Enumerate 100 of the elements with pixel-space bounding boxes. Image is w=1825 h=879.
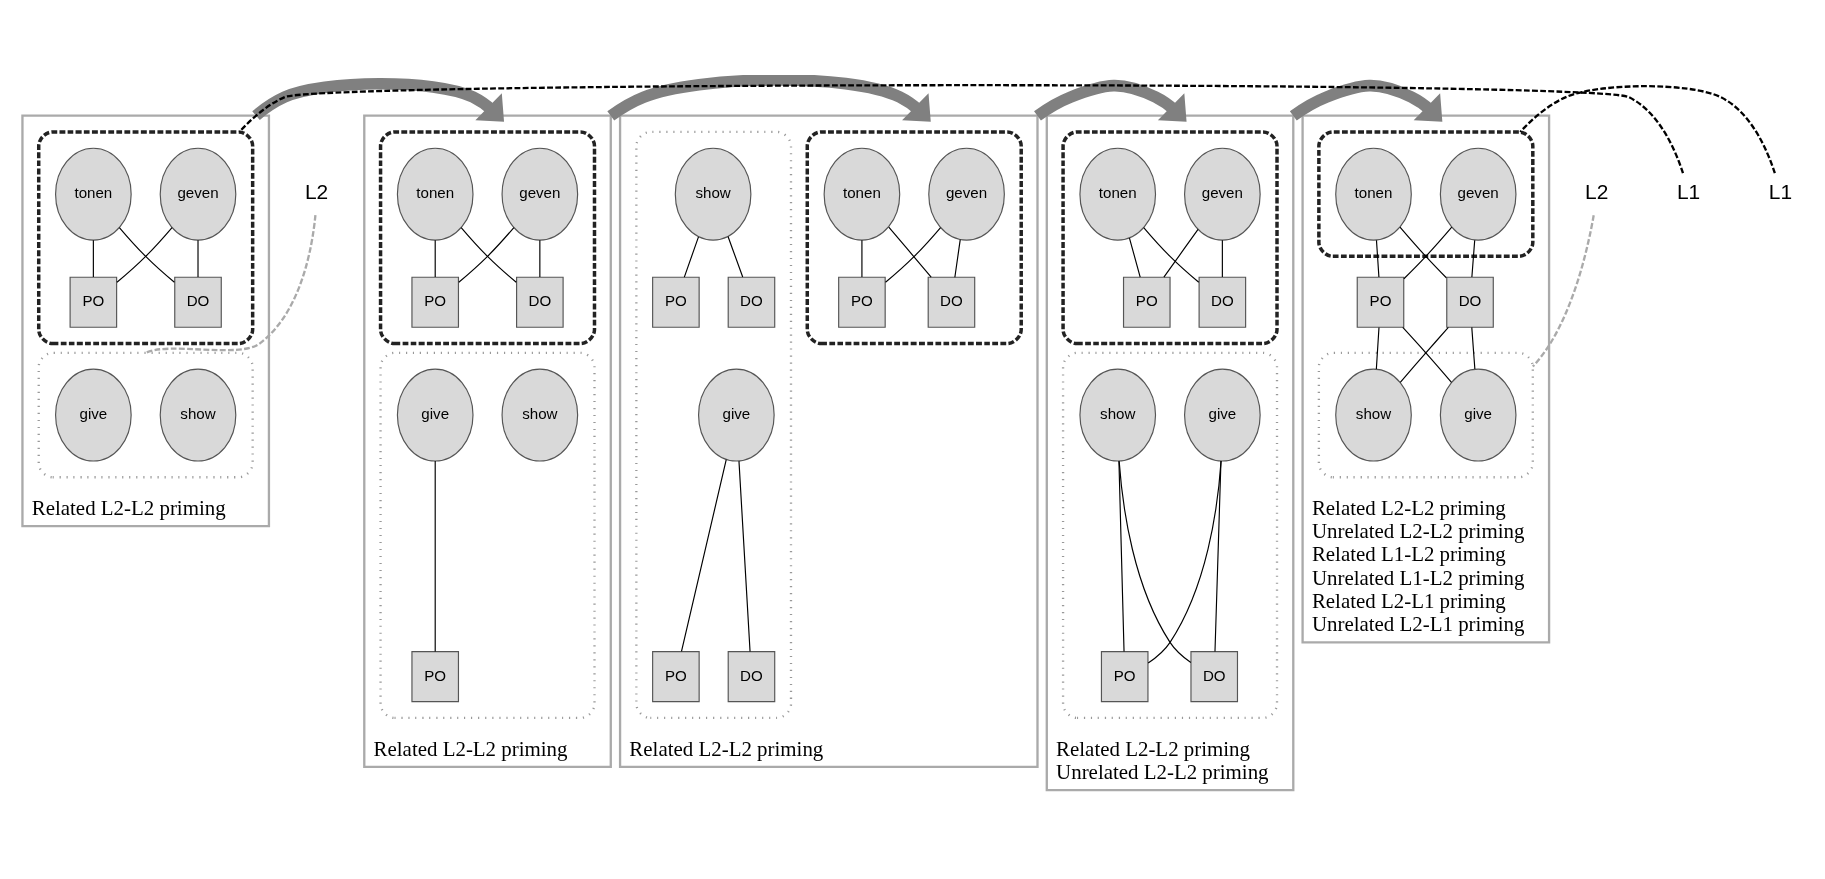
node-label: Related L2-L2 priming bbox=[31, 495, 226, 520]
node-label: Related L2-L2 priming bbox=[629, 736, 824, 761]
node-ellipse: give bbox=[1184, 368, 1261, 462]
node-text: L2 bbox=[304, 180, 329, 204]
node-ellipse: geven bbox=[501, 147, 579, 241]
node-box: DO bbox=[174, 276, 222, 328]
cluster bbox=[379, 351, 596, 720]
connector bbox=[539, 239, 541, 278]
connector bbox=[884, 226, 942, 283]
node-ellipse: show bbox=[1335, 368, 1412, 462]
connector bbox=[1128, 237, 1141, 278]
node-label: Related L1-L2 priming bbox=[1311, 542, 1506, 567]
connector bbox=[680, 459, 727, 653]
arrow bbox=[1034, 79, 1187, 122]
node-box: DO bbox=[927, 276, 976, 328]
node-box: PO bbox=[1100, 651, 1149, 703]
node-box: DO bbox=[727, 276, 776, 328]
node-ellipse: geven bbox=[1184, 147, 1261, 241]
connector bbox=[1118, 460, 1192, 664]
connector bbox=[1221, 239, 1223, 278]
node-ellipse: give bbox=[1439, 368, 1517, 462]
node-label: Unrelated L1-L2 priming bbox=[1311, 565, 1525, 590]
node-box: PO bbox=[411, 651, 460, 703]
node-text: L1 bbox=[1768, 180, 1793, 204]
node-box: DO bbox=[727, 651, 776, 703]
cluster bbox=[618, 114, 1039, 768]
connector bbox=[197, 239, 199, 278]
node-ellipse: show bbox=[1079, 368, 1157, 462]
connector bbox=[1214, 460, 1222, 653]
node-ellipse: tonen bbox=[823, 147, 901, 241]
node-box: DO bbox=[516, 276, 564, 328]
node-ellipse: tonen bbox=[55, 147, 132, 241]
node-label: Related L2-L2 priming bbox=[373, 736, 568, 761]
cluster bbox=[1061, 351, 1279, 720]
node-box: PO bbox=[1356, 276, 1405, 328]
cluster bbox=[1301, 114, 1551, 644]
node-box: PO bbox=[652, 276, 700, 328]
cluster bbox=[1061, 130, 1279, 346]
node-ellipse: give bbox=[396, 368, 474, 462]
connector bbox=[1519, 85, 1776, 174]
node-ellipse: geven bbox=[928, 147, 1005, 241]
connector bbox=[888, 226, 932, 278]
arrow bbox=[252, 77, 505, 122]
connector bbox=[92, 239, 94, 278]
node-box: PO bbox=[69, 276, 118, 328]
connector bbox=[954, 239, 961, 278]
cluster bbox=[1317, 351, 1534, 479]
cluster bbox=[363, 114, 612, 768]
connector bbox=[1471, 239, 1476, 278]
cluster bbox=[21, 114, 271, 528]
cluster bbox=[1045, 114, 1295, 792]
connector bbox=[145, 214, 317, 354]
node-text: L2 bbox=[1585, 180, 1609, 204]
node-ellipse: geven bbox=[1439, 147, 1517, 241]
connector bbox=[1163, 228, 1199, 278]
node-label: Unrelated L2-L1 priming bbox=[1311, 612, 1525, 637]
node-ellipse: show bbox=[159, 368, 237, 462]
node-label: Related L2-L2 priming bbox=[1056, 736, 1251, 761]
connector bbox=[727, 235, 744, 278]
connector bbox=[1471, 326, 1476, 370]
cluster bbox=[805, 130, 1023, 346]
connector bbox=[683, 236, 700, 278]
node-box: DO bbox=[1190, 651, 1239, 703]
connector bbox=[238, 84, 1685, 174]
node-box: PO bbox=[838, 276, 886, 328]
node-ellipse: give bbox=[55, 368, 132, 462]
node-box: PO bbox=[411, 276, 460, 328]
connector bbox=[1147, 460, 1222, 664]
node-box: DO bbox=[1446, 276, 1494, 328]
connector bbox=[434, 460, 436, 653]
node-box: DO bbox=[1198, 276, 1247, 328]
node-ellipse: tonen bbox=[396, 147, 474, 241]
connector bbox=[1403, 226, 1453, 280]
node-text: L1 bbox=[1676, 180, 1701, 204]
cluster bbox=[635, 130, 793, 720]
connector bbox=[1118, 460, 1125, 653]
node-ellipse: show bbox=[501, 368, 579, 462]
node-ellipse: show bbox=[674, 147, 752, 241]
cluster bbox=[36, 130, 255, 346]
cluster bbox=[378, 130, 597, 346]
node-label: Related L2-L2 priming bbox=[1311, 495, 1506, 520]
node-ellipse: tonen bbox=[1335, 147, 1412, 241]
arrow bbox=[607, 75, 931, 122]
cluster bbox=[1317, 130, 1535, 259]
connector bbox=[1375, 239, 1380, 278]
node-ellipse: geven bbox=[159, 147, 237, 241]
connector bbox=[1531, 215, 1595, 368]
node-box: PO bbox=[652, 651, 700, 703]
connector bbox=[1399, 226, 1447, 279]
connector bbox=[434, 239, 436, 278]
connector bbox=[861, 239, 863, 278]
connector bbox=[1375, 326, 1380, 370]
connector bbox=[738, 460, 751, 653]
node-ellipse: give bbox=[697, 368, 775, 462]
node-box: PO bbox=[1122, 276, 1171, 328]
node-ellipse: tonen bbox=[1079, 147, 1157, 241]
connector bbox=[1143, 226, 1200, 283]
node-label: Unrelated L2-L2 priming bbox=[1311, 519, 1525, 544]
arrow bbox=[1289, 79, 1443, 122]
cluster bbox=[37, 351, 254, 479]
